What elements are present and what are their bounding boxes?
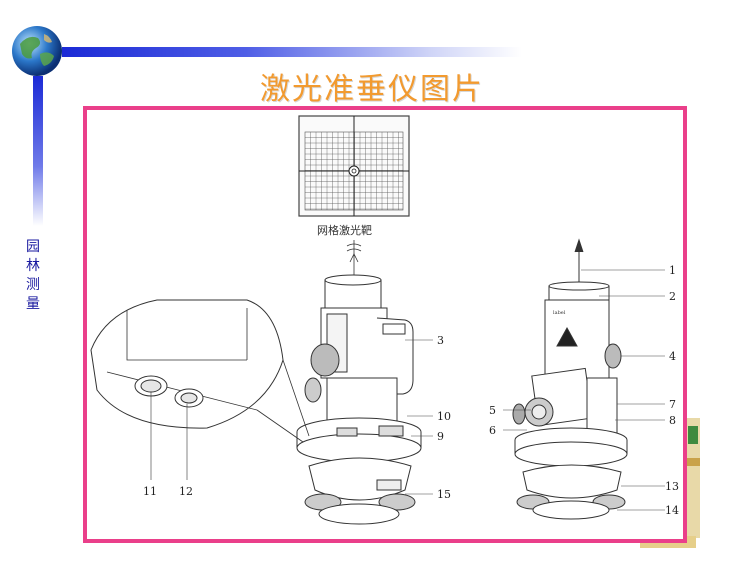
side-accent-bar xyxy=(33,76,43,226)
magnified-inset xyxy=(90,299,310,480)
right-instrument: label xyxy=(512,238,628,520)
callout-label: 15 xyxy=(437,488,451,501)
laser-plummet-figure: 网格激光靶 xyxy=(90,115,679,525)
callout-label: 3 xyxy=(437,334,444,347)
sidebar-char: 林 xyxy=(26,258,40,274)
sidebar-label: 园 林 测 量 xyxy=(19,238,47,314)
globe-logo xyxy=(12,26,62,76)
callout-label: 1 xyxy=(669,264,676,277)
grid-target xyxy=(298,115,410,217)
page-title: 激光准垂仪图片 xyxy=(260,72,484,107)
header-accent-bar xyxy=(62,47,522,57)
callout-label: 6 xyxy=(489,424,496,437)
callout-label: 2 xyxy=(669,290,676,303)
sidebar-char: 测 xyxy=(26,277,40,293)
callout-label: 7 xyxy=(669,398,676,411)
callout-label: 4 xyxy=(669,350,676,363)
callout-label: 5 xyxy=(489,404,496,417)
callout-label: 10 xyxy=(437,410,451,423)
svg-text:label: label xyxy=(553,310,566,316)
right-callouts: 1 2 4 5 6 7 8 13 14 xyxy=(489,264,679,517)
callout-label: 11 xyxy=(143,485,157,498)
target-caption: 网格激光靶 xyxy=(317,223,372,237)
callout-label: 13 xyxy=(665,480,679,493)
figure-frame: 网格激光靶 xyxy=(83,106,687,543)
callout-label: 12 xyxy=(179,485,193,498)
sidebar-char: 园 xyxy=(26,239,40,255)
callout-label: 9 xyxy=(437,430,444,443)
sidebar-char: 量 xyxy=(26,296,40,312)
left-instrument xyxy=(296,274,422,525)
callout-label: 14 xyxy=(665,504,679,517)
callout-label: 8 xyxy=(669,414,676,427)
right-leaders xyxy=(503,269,665,511)
left-leaders xyxy=(405,339,433,495)
left-callouts: 3 10 9 15 11 12 xyxy=(143,334,451,501)
